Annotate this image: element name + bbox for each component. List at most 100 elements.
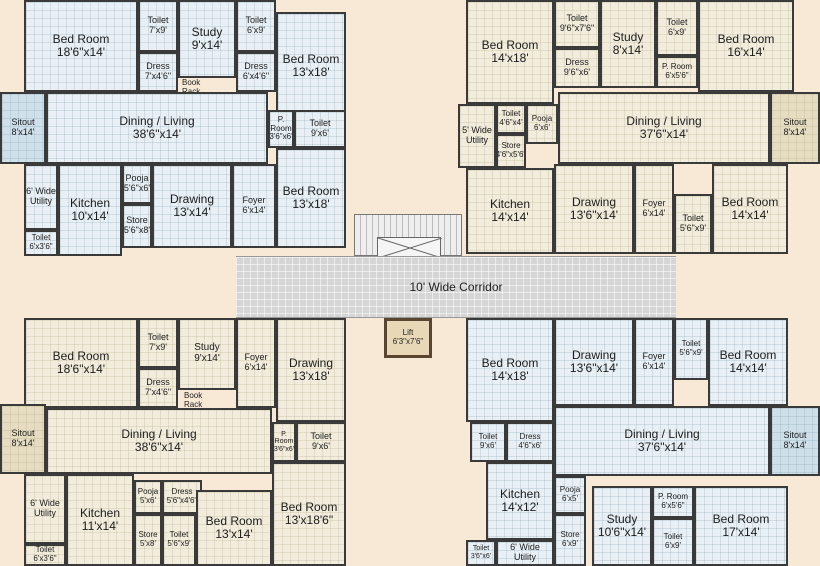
room-dims: 6'x6' <box>534 123 550 132</box>
room: Bed Room 13'x18' <box>276 148 346 248</box>
room-name: Toilet <box>147 332 169 343</box>
room-name: Toilet <box>147 15 169 26</box>
stair-cross-icon <box>378 238 442 258</box>
room: Sitout 8'x14' <box>0 92 46 164</box>
room-name: Toilet <box>663 532 683 542</box>
room-name: Foyer <box>242 195 266 206</box>
staircase <box>354 214 462 258</box>
room-dims: 11'x14' <box>81 519 119 533</box>
room-dims: 13'x14' <box>173 205 211 219</box>
room-dims: 6'x9' <box>562 539 578 548</box>
room-dims: 37'6"x14' <box>639 127 689 141</box>
room: Dress 9'6"x6' <box>554 48 600 88</box>
room: Study 8'x14' <box>600 0 656 88</box>
room-name: 6' Wide Utility <box>26 186 56 206</box>
room-name: Store <box>501 141 521 151</box>
room-name: Pooja <box>531 114 553 124</box>
room: Kitchen 11'x14' <box>66 474 134 566</box>
room: Bed Room 14'x18' <box>466 0 554 104</box>
room-name: P. Room <box>661 62 693 72</box>
room-name: P. Room <box>274 430 294 446</box>
room-dims: 6'x9' <box>668 27 686 37</box>
room-name: P. Room <box>657 492 689 502</box>
room: Sitout 8'x14' <box>770 92 820 164</box>
stair-landing <box>377 237 442 258</box>
room-dims: 3'6"x6' <box>470 553 492 560</box>
room-dims: 6'x14' <box>642 361 666 371</box>
room: Foyer 6'x14' <box>232 164 276 248</box>
room-dims: 5'6"x4'6" <box>166 496 198 505</box>
room-name: Foyer <box>244 352 268 363</box>
room: Dress 6'x4'6" <box>236 52 276 92</box>
room: Toilet 6'x9' <box>652 518 694 566</box>
room-name: Study <box>606 512 638 527</box>
room-name: 5' Wide Utility <box>462 125 492 145</box>
room-dims: 18'6"x14' <box>56 45 106 59</box>
lift: Lift 6'3"x7'6" <box>384 318 432 358</box>
room-name: Bed Room <box>481 38 539 53</box>
room: Toilet 5'6"x9' <box>162 514 196 566</box>
room-dims: 13'x18' <box>292 197 330 211</box>
room-name: Dress <box>244 61 268 72</box>
room-dims: 8'x14' <box>11 127 35 137</box>
room-name: Drawing <box>288 356 333 371</box>
room-dims: 13'x18' <box>292 369 330 383</box>
room-name: Bed Room <box>712 512 770 527</box>
room-name: Drawing <box>571 348 616 363</box>
room-dims: 5'6"x9' <box>679 348 703 357</box>
room-dims: 8'x14' <box>612 43 644 57</box>
room-dims: 13'6"x14' <box>569 361 619 375</box>
room-dims: 37'6"x14' <box>637 440 687 454</box>
room: 6' Wide Utility <box>496 540 554 566</box>
room: P. Room 3'6"x6' <box>268 110 294 148</box>
room-name: Bed Room <box>282 184 340 199</box>
room: Bed Room 16'x14' <box>698 0 794 92</box>
room-name: Foyer <box>642 351 666 362</box>
room-name: Toilet <box>501 109 521 119</box>
room: Bed Room 13'x18' <box>276 12 346 120</box>
room: Toilet 9'6"x7'6" <box>554 0 600 48</box>
room: Store 5'x8' <box>134 514 162 566</box>
room-name: Toilet <box>682 213 704 224</box>
room-name: Toilet <box>309 118 331 129</box>
room-name: Pooja <box>137 487 159 497</box>
room: Study 9'x14' <box>178 0 236 78</box>
room-name: Toilet <box>245 15 267 26</box>
room: Foyer 6'x14' <box>634 164 674 254</box>
room-dims: 6'x5'6" <box>661 501 685 510</box>
room-dims: 4'6"x5'6" <box>496 150 526 159</box>
room-name: Bed Room <box>205 514 263 529</box>
room-dims: 13'x18' <box>292 65 330 79</box>
room-name: 6' Wide Utility <box>30 498 60 518</box>
room-dims: 9'x14' <box>194 353 220 364</box>
room: Drawing 13'6"x14' <box>554 164 634 254</box>
room-name: Dress <box>146 377 170 388</box>
room-dims: 4'6"x4' <box>499 118 523 127</box>
room-dims: 6'x9' <box>665 541 681 550</box>
room: Toilet 6'x3'6" <box>24 544 66 566</box>
room-dims: 17'x14' <box>722 525 760 539</box>
room: Sitout 8'x14' <box>770 406 820 476</box>
room: Store 6'x9' <box>554 514 586 566</box>
room-dims: 14'x12' <box>501 500 539 514</box>
room-dims: 13'x18'6" <box>284 513 334 527</box>
room: P. Room 6'x5'6" <box>652 486 694 518</box>
room-dims: 13'x14' <box>215 527 253 541</box>
room: Study 10'6"x14' <box>592 486 652 566</box>
room: Drawing 13'x14' <box>152 164 232 248</box>
room: Foyer 6'x14' <box>634 318 674 406</box>
room-dims: 7'x4'6" <box>144 387 172 397</box>
room-name: P. Room <box>270 115 292 133</box>
lift-dims: 6'3"x7'6" <box>392 337 424 346</box>
room-name: Dining / Living <box>626 114 702 129</box>
room-dims: 10'x14' <box>71 209 109 223</box>
room-dims: 5'6"x6' <box>123 183 151 193</box>
room-name: Bed Room <box>52 32 110 47</box>
room: Drawing 13'6"x14' <box>554 318 634 406</box>
room-name: Toilet <box>169 530 189 540</box>
room: Kitchen 14'x12' <box>486 462 554 540</box>
room: Toilet 9'x6' <box>470 422 506 462</box>
room: Bed Room 17'x14' <box>694 486 788 566</box>
room-dims: 10'6"x14' <box>597 525 647 539</box>
room-name: Kitchen <box>499 487 541 502</box>
